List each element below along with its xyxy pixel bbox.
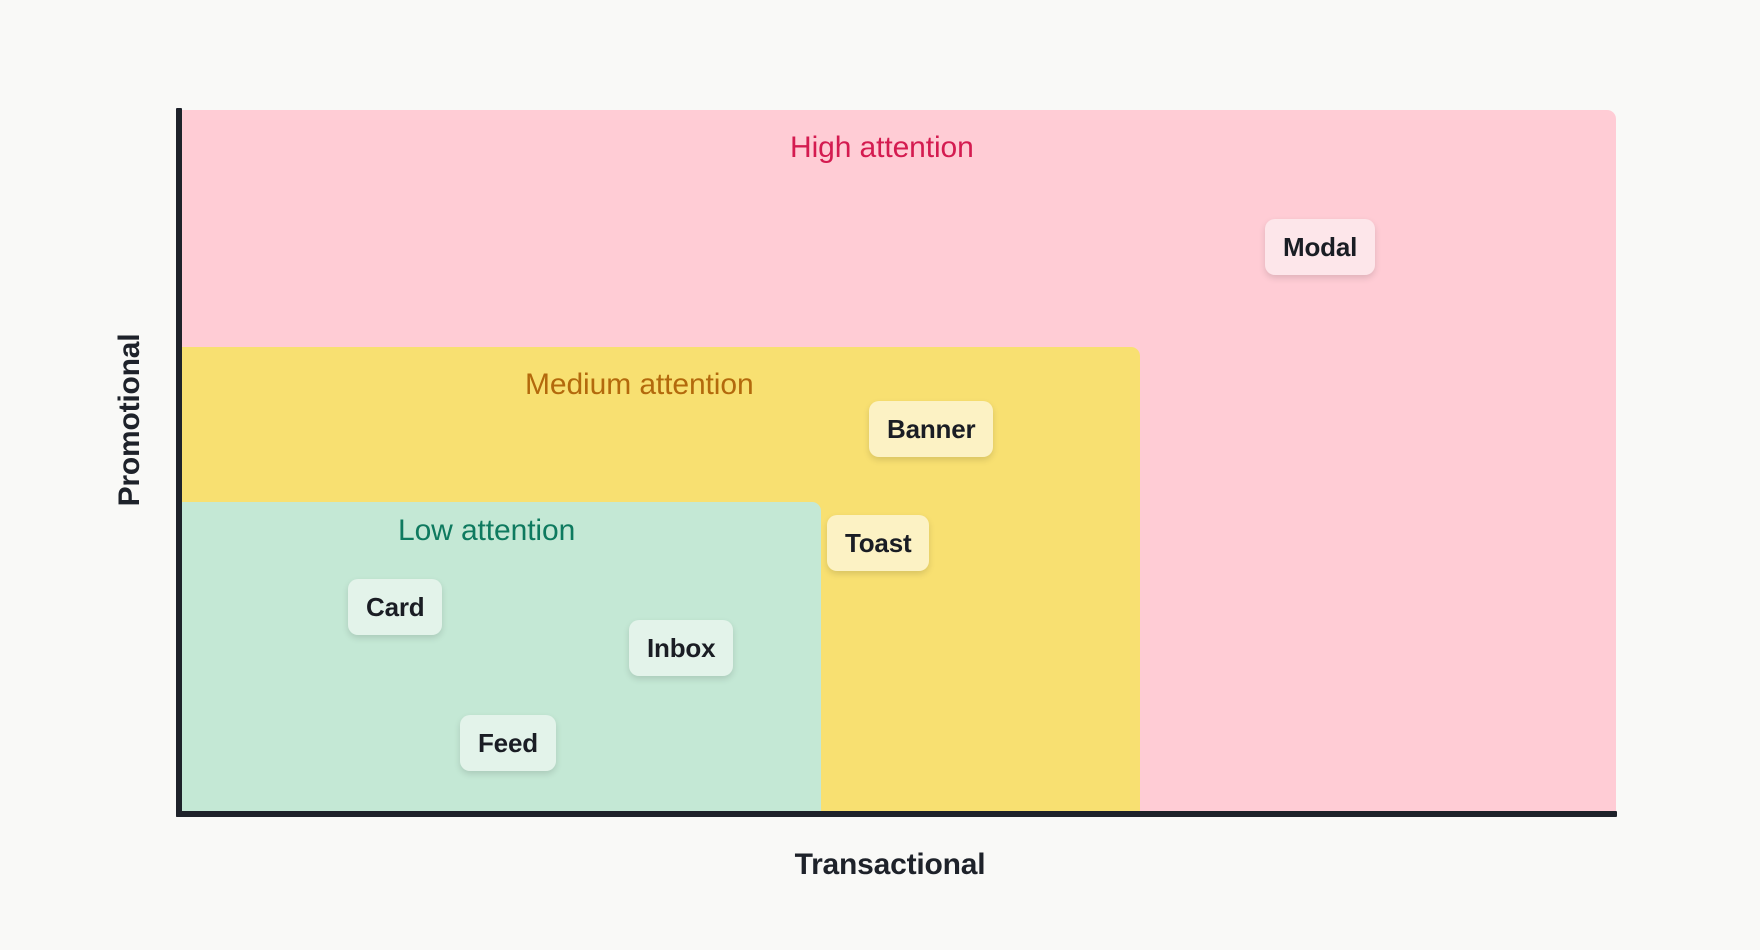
chip-feed[interactable]: Feed bbox=[460, 715, 556, 771]
x-axis-label-wrap: Transactional bbox=[0, 848, 1760, 882]
chip-card[interactable]: Card bbox=[348, 579, 443, 635]
x-axis-line bbox=[176, 811, 1617, 817]
zone-low-attention-title: Low attention bbox=[398, 514, 576, 547]
y-axis-line bbox=[176, 108, 182, 817]
chip-toast[interactable]: Toast bbox=[827, 515, 930, 571]
zone-high-attention-title: High attention bbox=[790, 131, 974, 164]
x-axis-label: Transactional bbox=[794, 848, 986, 881]
y-axis-label: Promotional bbox=[113, 333, 146, 507]
chip-modal[interactable]: Modal bbox=[1265, 219, 1376, 275]
zone-medium-attention-title: Medium attention bbox=[525, 368, 754, 401]
chip-banner[interactable]: Banner bbox=[869, 401, 994, 457]
chip-inbox[interactable]: Inbox bbox=[629, 620, 734, 676]
